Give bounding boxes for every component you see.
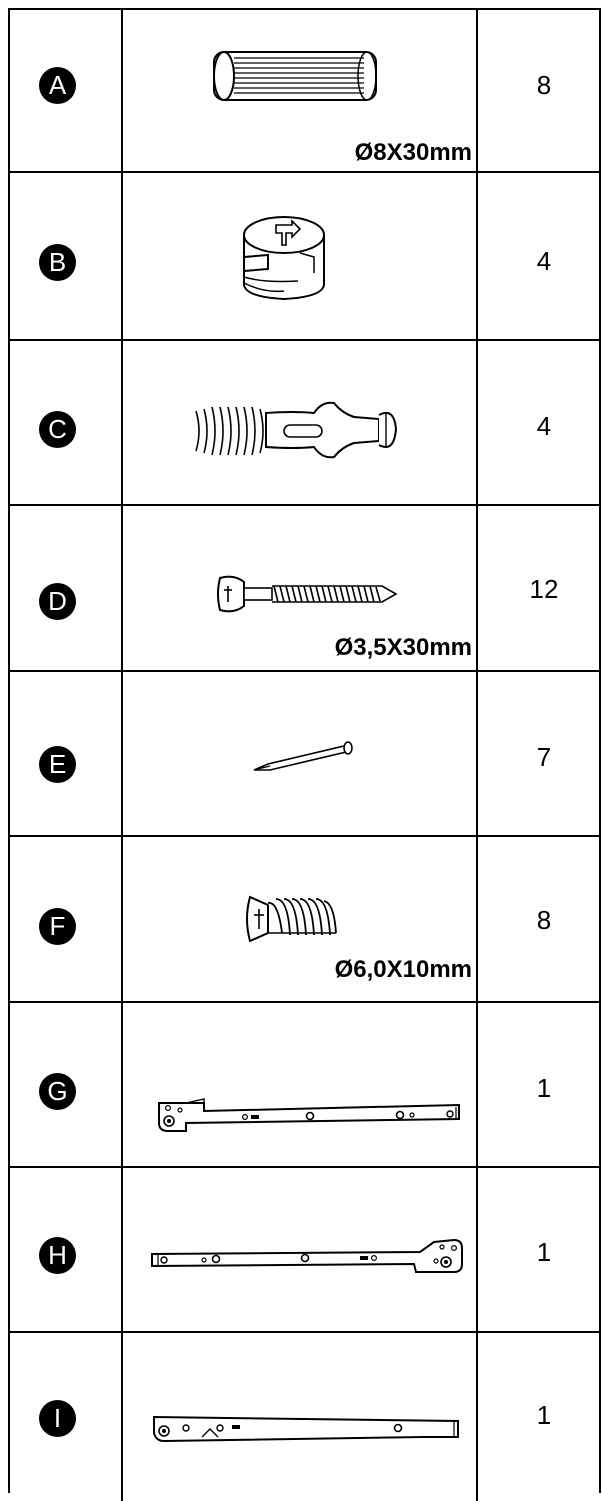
wooden-dowel-icon <box>213 51 377 101</box>
row-divider <box>8 670 601 672</box>
part-letter-badge: E <box>39 746 76 783</box>
part-dimension-label: Ø6,0X10mm <box>334 956 472 983</box>
table-row: G 1 <box>9 1003 600 1166</box>
part-quantity: 1 <box>536 1400 552 1430</box>
part-letter-badge: B <box>39 244 76 281</box>
table-row: E 7 <box>9 672 600 835</box>
part-cell <box>124 1333 480 1501</box>
part-cell <box>124 1003 480 1166</box>
part-cell: Ø8X30mm <box>124 10 480 171</box>
row-divider <box>8 1166 601 1168</box>
part-quantity: 1 <box>536 1237 552 1267</box>
row-divider <box>8 1331 601 1333</box>
part-quantity: 12 <box>529 574 559 604</box>
wood-screw-icon <box>217 575 398 613</box>
table-row: F Ø6,0X10mm 8 <box>9 837 600 1001</box>
part-letter-badge: D <box>39 583 76 620</box>
part-letter-badge: G <box>39 1073 76 1110</box>
part-letter-badge: A <box>39 67 76 104</box>
row-divider <box>8 1001 601 1003</box>
drawer-runner-right-icon <box>151 1238 463 1273</box>
nail-icon <box>253 741 353 771</box>
row-divider <box>8 339 601 341</box>
part-quantity: 8 <box>536 70 552 100</box>
part-quantity: 1 <box>536 1073 552 1103</box>
part-dimension-label: Ø3,5X30mm <box>334 634 472 661</box>
table-border-right <box>599 8 601 1493</box>
cam-lock-icon <box>243 216 325 301</box>
part-quantity: 4 <box>536 411 552 441</box>
drawer-rail-icon <box>153 1415 459 1443</box>
table-row: B 4 <box>9 173 600 339</box>
part-quantity: 4 <box>536 246 552 276</box>
part-quantity: 8 <box>536 905 552 935</box>
part-cell: Ø3,5X30mm <box>124 506 480 670</box>
part-letter-badge: C <box>39 411 76 448</box>
part-cell <box>124 173 480 339</box>
part-letter-badge: F <box>39 908 76 945</box>
table-border-left <box>8 8 10 1493</box>
table-border-top <box>8 8 601 10</box>
part-letter-badge: I <box>39 1400 76 1437</box>
part-letter-badge: H <box>39 1237 76 1274</box>
part-cell: Ø6,0X10mm <box>124 837 480 1001</box>
row-divider <box>8 504 601 506</box>
part-dimension-label: Ø8X30mm <box>354 139 472 166</box>
drawer-runner-left-icon <box>158 1098 460 1132</box>
table-divider-2 <box>476 8 478 1501</box>
table-row: A Ø8X30mm 8 <box>9 10 600 171</box>
cam-bolt-icon <box>195 401 398 459</box>
row-divider <box>8 835 601 837</box>
part-cell <box>124 1168 480 1331</box>
table-row: C 4 <box>9 341 600 504</box>
part-quantity: 7 <box>536 742 552 772</box>
table-divider-1 <box>121 8 123 1501</box>
euro-screw-icon <box>246 895 337 943</box>
row-divider <box>8 171 601 173</box>
part-cell <box>124 341 480 504</box>
table-row: I 1 <box>9 1333 600 1501</box>
part-cell <box>124 672 480 835</box>
table-row: H 1 <box>9 1168 600 1331</box>
table-row: D Ø3,5X30mm <box>9 506 600 670</box>
